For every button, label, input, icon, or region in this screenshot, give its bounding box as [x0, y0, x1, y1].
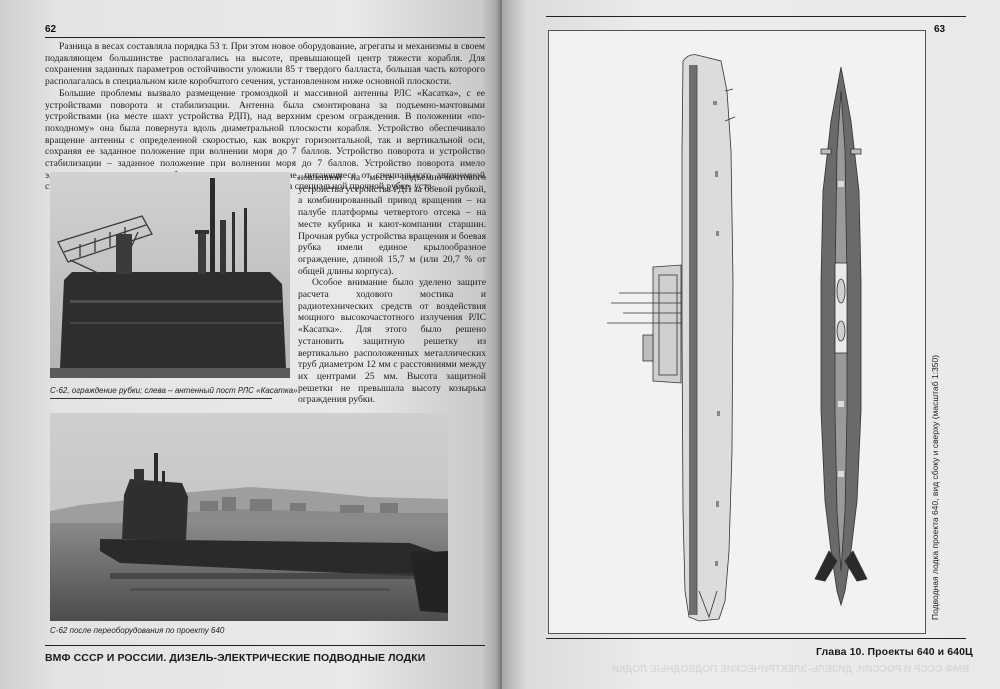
- footer-left: ВМФ СССР И РОССИИ. ДИЗЕЛЬ-ЭЛЕКТРИЧЕСКИЕ …: [45, 652, 426, 664]
- header-rule-right: [546, 16, 966, 17]
- column-paragraph-2: Особое внимание было уделено защите расч…: [298, 277, 486, 406]
- footer-rule-left: [45, 645, 485, 646]
- page-number-left: 62: [45, 24, 57, 35]
- submarine-drawing-svg: [607, 54, 868, 622]
- drawing-vertical-caption: Подводная лодка проекта 640, вид сбоку и…: [930, 354, 940, 620]
- header-rule-left: [45, 37, 485, 38]
- right-page: 63: [502, 0, 1000, 689]
- footer-rule-right: [546, 638, 966, 639]
- photo-1-caption-rule: [50, 398, 272, 399]
- photo-sail-antenna: [50, 172, 290, 378]
- footer-right: Глава 10. Проекты 640 и 640Ц: [816, 646, 973, 658]
- photo-1-caption: С-62, ограждение рубки; слева – антенный…: [50, 386, 298, 395]
- column-text: новленной на месте подъемно-мачтового ус…: [298, 172, 486, 406]
- side-view: [607, 54, 736, 622]
- left-page: 62 Разница в весах составляла порядка 53…: [0, 0, 502, 689]
- photo-sail-antenna-image: [50, 172, 290, 378]
- paragraph-1: Разница в весах составляла порядка 53 т.…: [45, 41, 485, 88]
- intro-text: Разница в весах составляла порядка 53 т.…: [45, 41, 485, 193]
- photo-submarine-harbor: [50, 413, 448, 621]
- show-through-text: ВМФ СССР И РОССИИ. ДИЗЕЛЬ-ЭЛЕКТРИЧЕСКИЕ …: [612, 664, 970, 675]
- photo-submarine-harbor-image: [50, 413, 448, 621]
- photo-2-caption: С-62 после переоборудования по проекту 6…: [50, 626, 225, 635]
- column-paragraph-1: новленной на месте подъемно-мачтового ус…: [298, 172, 486, 277]
- top-view: [814, 66, 868, 607]
- page-number-right: 63: [934, 24, 946, 35]
- submarine-drawing: [548, 30, 926, 634]
